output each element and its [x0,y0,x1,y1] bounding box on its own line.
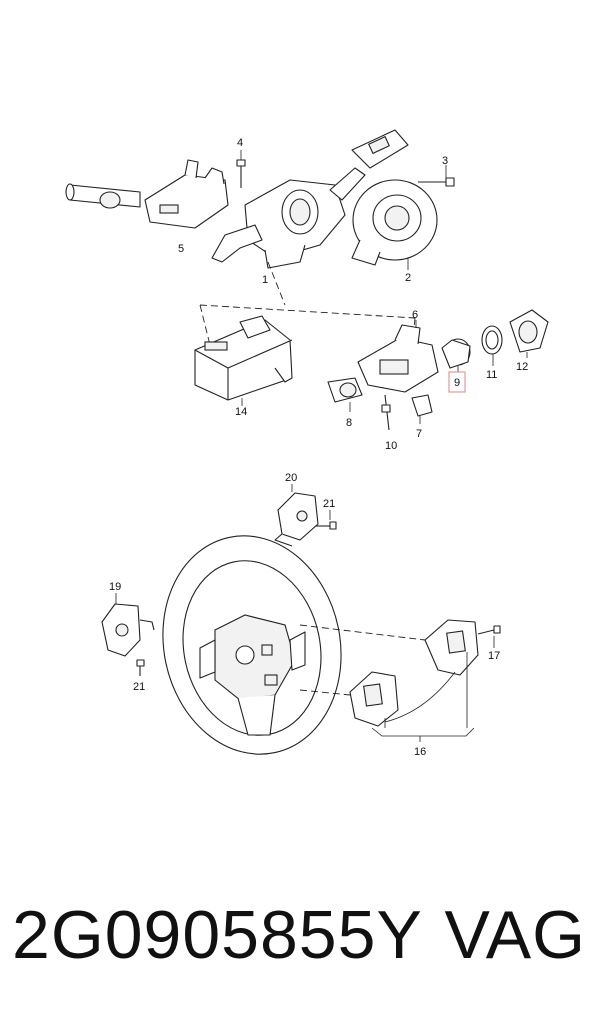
steering-shaft [65,183,141,209]
part-20-switch [274,484,319,547]
part-11-ring [481,325,503,366]
part-3-screw [418,165,455,187]
part-19-switch [101,593,155,676]
callout-9-highlight [448,371,466,393]
part-9-lock-cylinder [441,338,471,372]
brand-label: VAG [444,897,586,973]
part-12-trim [509,309,549,358]
part-17-screw [477,625,501,648]
part-5-bracket [144,159,229,229]
part-8-switch [327,377,363,412]
callout-21-lower: 21 [133,681,145,693]
callout-17: 17 [488,650,500,662]
callout-12: 12 [516,361,528,373]
callout-4: 4 [237,137,243,149]
part-7-bracket [411,394,433,424]
part-14-control-module [194,315,293,406]
callout-2: 2 [405,272,411,284]
parts-diagram: 4 3 5 1 2 6 12 11 9 14 8 7 10 20 21 19 2… [65,129,549,758]
callout-8: 8 [346,417,352,429]
callout-19: 19 [109,581,121,593]
part-21-screw-upper [316,510,337,530]
callout-14: 14 [235,406,247,418]
callout-3: 3 [442,155,448,167]
part-10-bolt [381,394,391,431]
callout-11: 11 [486,369,497,381]
callout-7: 7 [416,428,422,440]
callout-20: 20 [285,472,297,484]
callout-21-upper: 21 [323,498,335,510]
callout-5: 5 [178,243,184,255]
callout-10: 10 [385,440,397,452]
footer: 2G0905855Y VAG [0,890,600,980]
steering-wheel [162,535,342,755]
callout-1: 1 [262,274,268,286]
callout-9: 9 [454,377,460,389]
part-6-lock-housing [357,320,439,393]
part-number: 2G0905855Y [12,897,423,973]
callout-6: 6 [412,309,418,321]
callout-16: 16 [414,746,426,758]
part-16-switch-set [349,619,479,742]
part-2-clock-spring [351,179,438,270]
part-1-column-switch [211,129,409,269]
part-4-screw [236,150,246,188]
